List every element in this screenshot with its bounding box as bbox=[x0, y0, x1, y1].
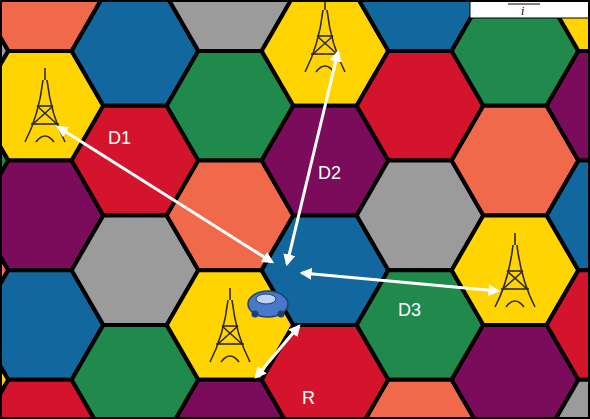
hexagon-cell bbox=[547, 51, 590, 161]
tower-icon bbox=[25, 68, 65, 142]
formula-fragment-box bbox=[470, 0, 590, 18]
tower-icon bbox=[210, 288, 250, 362]
hexagon-cell bbox=[547, 161, 590, 271]
mobile-car bbox=[248, 291, 288, 318]
distance-label: D1 bbox=[108, 128, 131, 148]
tower-icon bbox=[495, 233, 535, 307]
hexagon-cell bbox=[547, 270, 590, 380]
distance-label: D2 bbox=[318, 163, 341, 183]
distance-arrows bbox=[58, 52, 498, 377]
tower-icon bbox=[305, 0, 345, 72]
radius-label: R bbox=[302, 388, 315, 408]
distance-label: D3 bbox=[398, 300, 421, 320]
hexagon-cell bbox=[547, 380, 590, 419]
formula-index: i bbox=[521, 5, 524, 17]
